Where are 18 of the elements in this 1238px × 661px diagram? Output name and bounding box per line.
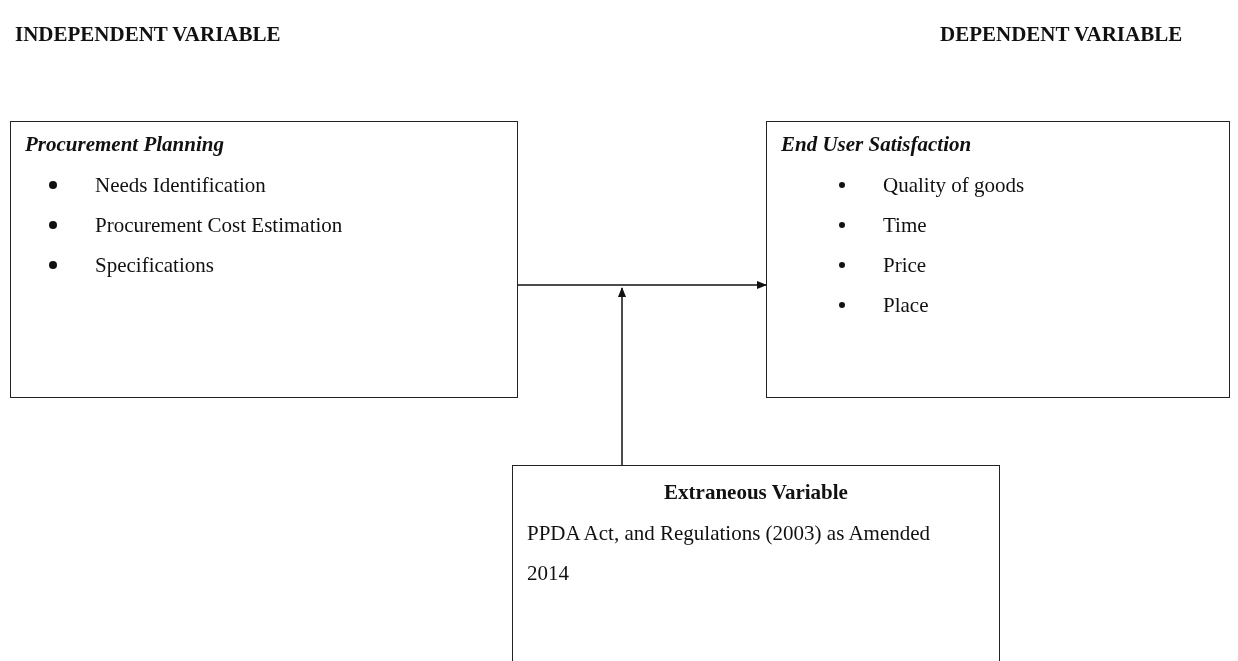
- arrow: [618, 287, 626, 466]
- bullet-item: Quality of goods: [883, 172, 1025, 199]
- variable-box: [512, 465, 1000, 661]
- variable-box: [766, 121, 1230, 398]
- bullet-item: Price: [883, 252, 927, 279]
- box-text: PPDA Act, and Regulations (2003) as Amended 2014: [527, 520, 932, 587]
- bullet-item: Procurement Cost Estimation: [95, 212, 343, 239]
- arrow: [517, 281, 767, 289]
- variable-box: [10, 121, 518, 398]
- column-heading: INDEPENDENT VARIABLE: [15, 22, 281, 47]
- bullet-item: Specifications: [95, 252, 214, 279]
- bullet-item: Needs Identification: [95, 172, 266, 199]
- box-heading: Extraneous Variable: [663, 480, 849, 505]
- box-heading: End User Satisfaction: [781, 132, 973, 157]
- bullet-item: Time: [883, 212, 927, 239]
- column-heading: DEPENDENT VARIABLE: [940, 22, 1183, 47]
- box-heading: Procurement Planning: [25, 132, 225, 157]
- bullet-item: Place: [883, 292, 929, 319]
